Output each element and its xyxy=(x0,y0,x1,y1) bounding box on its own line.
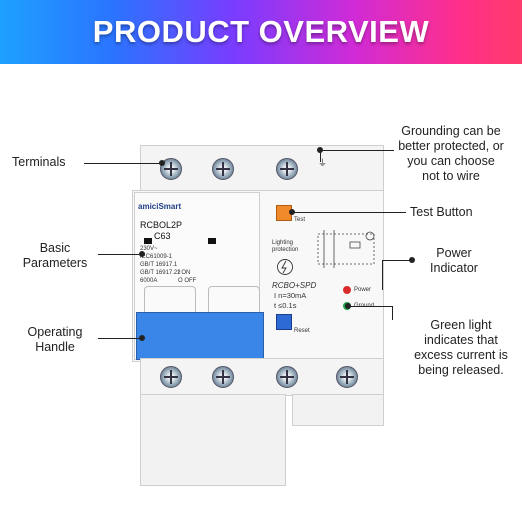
test-label: Test xyxy=(294,217,306,223)
rcbo-label: RCBO+SPD xyxy=(272,281,317,290)
terminal-screw-icon xyxy=(212,366,234,388)
terminal-screw-icon xyxy=(212,158,234,180)
leader-test-button xyxy=(289,209,406,215)
leader-terminals xyxy=(84,160,165,166)
spec-line: 6000A xyxy=(140,278,158,284)
lighting-label: Lighting protection xyxy=(272,240,299,253)
banner: PRODUCT OVERVIEW xyxy=(0,0,522,64)
callout-grounding: Grounding can be better protected, or yo… xyxy=(398,124,504,183)
terminal-screw-icon xyxy=(160,366,182,388)
leader-green-light xyxy=(345,303,392,309)
spec-line: GB/T 16917.22 xyxy=(140,270,181,276)
rating-label: C63 xyxy=(154,231,171,241)
base-rail xyxy=(140,394,286,486)
banner-title: PRODUCT OVERVIEW xyxy=(92,14,430,49)
lightning-symbol-icon xyxy=(277,259,293,275)
terminal-screw-icon xyxy=(276,158,298,180)
terminal-screw-icon xyxy=(336,366,358,388)
operating-handle[interactable] xyxy=(136,312,264,360)
leader-basic-parameters xyxy=(98,251,145,257)
reset-label: Reset xyxy=(294,328,310,334)
ground-symbol-icon: ⏚ xyxy=(318,158,328,168)
trip-current: I n=30mA xyxy=(274,291,307,300)
spec-line: GB/T 16917.1 xyxy=(140,262,178,268)
spec-line: IEC61009-1 xyxy=(140,254,173,260)
callout-basic-parameters: Basic Parameters xyxy=(22,241,88,270)
model-label: RCBOL2P xyxy=(140,220,183,230)
brand-label: amiciSmart xyxy=(138,202,182,211)
leader-grounding xyxy=(317,147,394,153)
callout-power-indicator: Power Indicator xyxy=(430,246,478,275)
circuit-diagram-icon xyxy=(317,230,375,268)
rcbo-device: ⏚ amiciSmart RCBOL2P C63 230V~ IEC61009-… xyxy=(132,140,384,520)
leader-green-light-vertical xyxy=(392,306,393,320)
leader-operating-handle xyxy=(98,335,145,341)
callout-green-light: Green light indicates that excess curren… xyxy=(414,318,508,377)
power-label: Power xyxy=(354,287,372,293)
callout-terminals: Terminals xyxy=(12,155,66,169)
spec-line: 230V~ xyxy=(140,246,158,252)
rating-indicator xyxy=(144,238,152,244)
off-label: O OFF xyxy=(178,278,197,284)
trip-time: t ≤0.1s xyxy=(274,301,297,310)
rating-indicator-2 xyxy=(208,238,216,244)
terminal-screw-icon xyxy=(276,366,298,388)
leader-grounding-vertical xyxy=(320,150,321,162)
callout-test-button: Test Button xyxy=(410,205,473,219)
terminal-screw-icon xyxy=(160,158,182,180)
base-rail-right xyxy=(292,394,384,426)
callout-operating-handle: Operating Handle xyxy=(27,325,83,354)
reset-button[interactable] xyxy=(276,314,292,330)
power-led xyxy=(343,286,351,294)
leader-power-indicator xyxy=(382,257,415,263)
on-label: I ON xyxy=(178,270,191,276)
leader-power-indicator-vertical xyxy=(382,260,383,290)
